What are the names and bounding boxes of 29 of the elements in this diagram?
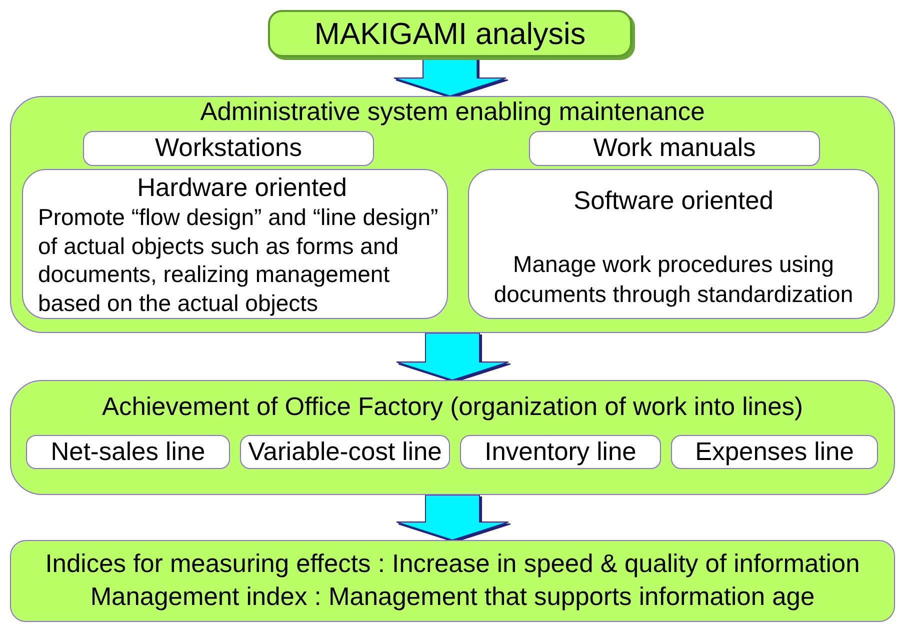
content-card bbox=[22, 169, 448, 319]
title-text: MAKIGAMI analysis bbox=[314, 16, 586, 50]
tag-label: Expenses line bbox=[695, 438, 854, 466]
line-tag bbox=[671, 435, 878, 469]
panel-heading: Achievement of Office Factory (organization of work into lines) bbox=[102, 393, 804, 422]
section-panel bbox=[10, 96, 895, 333]
summary-line: Indices for measuring effects : Increase in speed & quality of information bbox=[45, 549, 860, 580]
card-body: Manage work procedures using documents through standardization bbox=[492, 250, 854, 309]
summary-line: Management index : Management that supports information age bbox=[90, 582, 815, 613]
tag-label: Work manuals bbox=[593, 134, 756, 163]
line-tag bbox=[240, 435, 450, 469]
card-title: Software oriented bbox=[574, 187, 774, 216]
panel-heading: Administrative system enabling maintenance bbox=[200, 98, 705, 127]
tag-label: Workstations bbox=[155, 134, 302, 163]
card-body: Promote “flow design” and “line design” of actual objects such as forms and documents, realizing management based on the actual objects bbox=[38, 203, 440, 317]
title-banner bbox=[268, 10, 632, 57]
category-tab bbox=[83, 131, 374, 166]
line-tag bbox=[460, 435, 661, 469]
tag-label: Net-sales line bbox=[50, 438, 206, 466]
line-tag bbox=[26, 435, 230, 469]
category-tab bbox=[529, 131, 820, 166]
card-title: Hardware oriented bbox=[137, 174, 347, 203]
block-arrow bbox=[396, 494, 509, 541]
block-arrow bbox=[396, 332, 509, 381]
content-card bbox=[468, 169, 879, 319]
summary-panel bbox=[10, 540, 895, 622]
tag-label: Inventory line bbox=[484, 438, 636, 466]
section-panel bbox=[10, 380, 895, 495]
tag-label: Variable-cost line bbox=[248, 438, 442, 466]
